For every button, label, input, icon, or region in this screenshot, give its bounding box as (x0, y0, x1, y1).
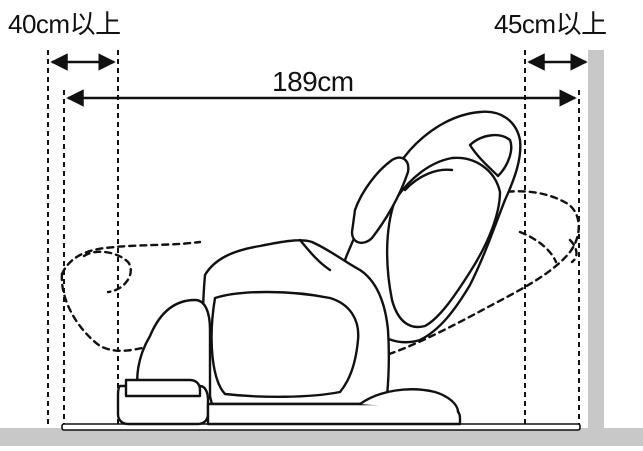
footrest (136, 298, 212, 400)
floor (0, 428, 643, 446)
wall (588, 50, 604, 430)
rear-clearance-label: 40cm以上 (8, 9, 121, 39)
armrest-panel (350, 156, 410, 244)
reference-lines (47, 50, 580, 428)
massage-chair (116, 110, 522, 426)
dimension-arrows (50, 53, 588, 107)
total-length-label: 189cm (272, 66, 354, 97)
front-clearance-label: 45cm以上 (494, 9, 607, 39)
